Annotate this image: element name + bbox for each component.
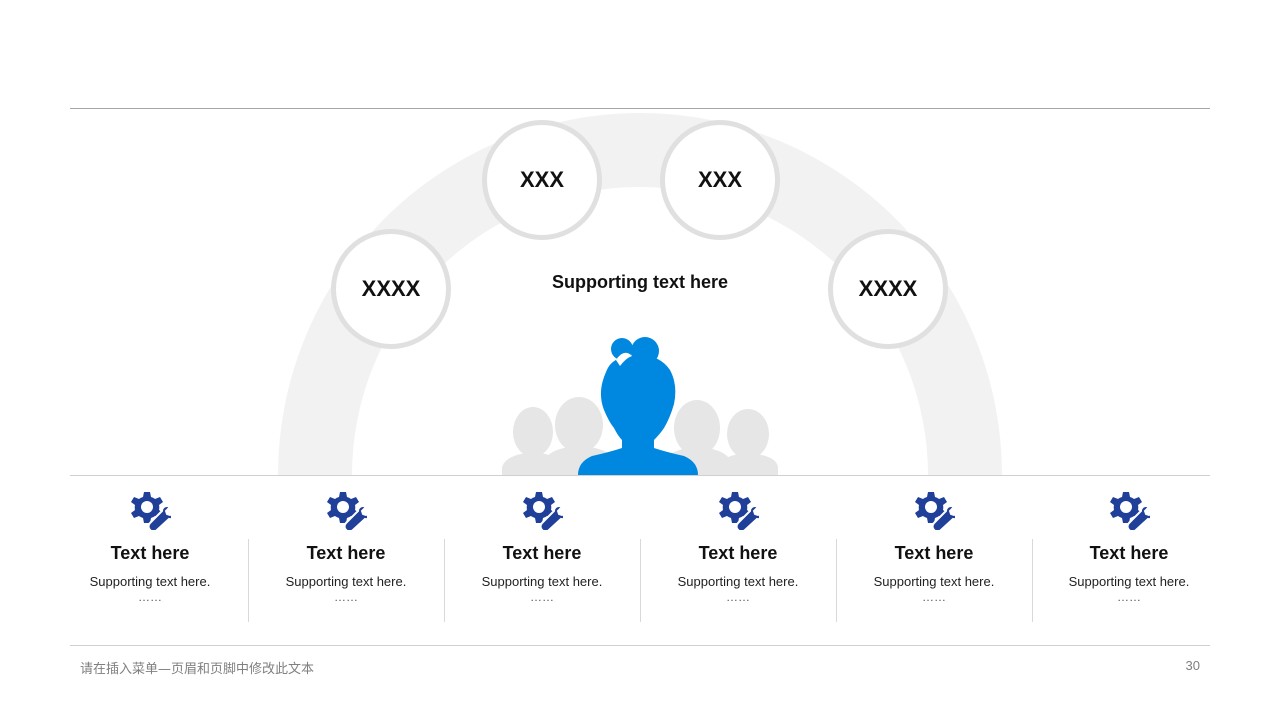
column-title: Text here (502, 543, 582, 563)
person-main-icon (578, 337, 698, 475)
column-ellipsis: …… (334, 590, 358, 604)
people-background-icon (502, 397, 778, 475)
circle-right-outer: XXXX (828, 229, 948, 349)
feature-column-5: Text here Supporting text here. …… (836, 490, 1032, 604)
column-subtitle: Supporting text here. (481, 574, 603, 589)
gear-wrench-icon (327, 492, 367, 530)
column-ellipsis: …… (1117, 590, 1141, 604)
circle-label: XXX (519, 167, 565, 192)
gear-wrench-icon (915, 492, 955, 530)
circle-right-inner: XXX (660, 120, 780, 240)
circle-left-outer: XXXX (331, 229, 451, 349)
column-ellipsis: …… (726, 590, 750, 604)
column-ellipsis: …… (922, 590, 946, 604)
gear-wrench-icon (131, 492, 171, 530)
column-title: Text here (110, 543, 190, 563)
column-title: Text here (894, 543, 974, 563)
column-title: Text here (306, 543, 386, 563)
gear-wrench-icon (1110, 492, 1150, 530)
circle-label: XXXX (361, 276, 421, 301)
column-ellipsis: …… (530, 590, 554, 604)
feature-column-3: Text here Supporting text here. …… (444, 490, 640, 604)
footer-text: 请在插入菜单—页眉和页脚中修改此文本 (80, 662, 315, 677)
column-subtitle: Supporting text here. (89, 574, 211, 589)
circle-label: XXXX (858, 276, 918, 301)
column-divider (248, 539, 249, 622)
feature-column-1: Text here Supporting text here. …… (52, 490, 248, 604)
column-subtitle: Supporting text here. (1068, 574, 1190, 589)
column-subtitle: Supporting text here. (285, 574, 407, 589)
circle-label: XXX (697, 167, 743, 192)
column-divider (836, 539, 837, 622)
feature-column-2: Text here Supporting text here. …… (248, 490, 444, 604)
column-subtitle: Supporting text here. (873, 574, 995, 589)
footer-divider (70, 645, 1210, 646)
column-subtitle: Supporting text here. (677, 574, 799, 589)
column-title: Text here (1089, 543, 1169, 563)
middle-divider (70, 475, 1210, 476)
top-divider (70, 108, 1210, 109)
page-number: 30 (1185, 658, 1200, 673)
column-divider (1032, 539, 1033, 622)
gear-wrench-icon (719, 492, 759, 530)
circle-left-inner: XXX (482, 120, 602, 240)
column-divider (640, 539, 641, 622)
feature-column-4: Text here Supporting text here. …… (640, 490, 836, 604)
gear-wrench-icon (523, 492, 563, 530)
column-title: Text here (698, 543, 778, 563)
column-divider (444, 539, 445, 622)
center-supporting-text: Supporting text here (551, 272, 728, 292)
column-ellipsis: …… (138, 590, 162, 604)
feature-column-6: Text here Supporting text here. …… (1031, 490, 1227, 604)
